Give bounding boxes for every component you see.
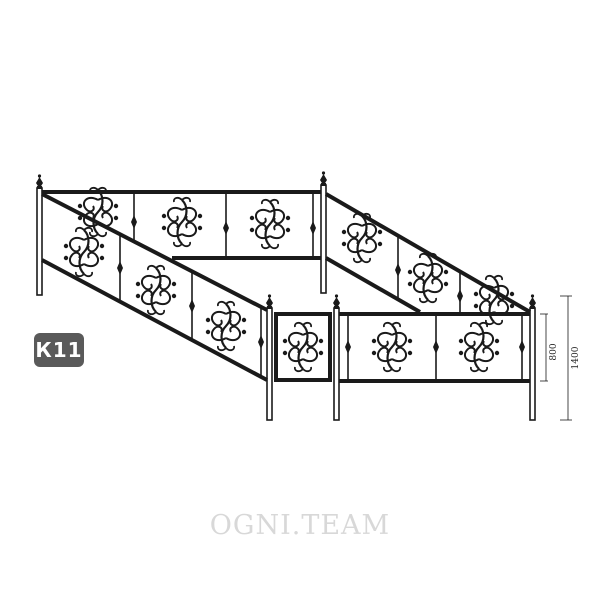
post-front-middle-right: [333, 294, 340, 421]
fence-panel-right-side: [324, 192, 532, 326]
model-badge: К11: [34, 333, 84, 367]
dimension-label-800: 800: [549, 343, 559, 360]
post-back-middle: [320, 171, 327, 294]
post-front-middle-left: [266, 294, 273, 421]
post-right: [529, 294, 536, 421]
dimension-label-1400: 1400: [571, 346, 581, 369]
dimension-inner-height: 800: [540, 313, 559, 382]
fence-panel-left-side: [41, 192, 268, 382]
watermark: OGNI.TEAM: [209, 510, 391, 541]
fence-panel-front: [339, 312, 530, 383]
post-left: [36, 174, 43, 296]
gate-panel: [274, 312, 332, 382]
dimension-total-height: 1400: [560, 295, 581, 421]
fence-panel-back: [42, 186, 321, 260]
